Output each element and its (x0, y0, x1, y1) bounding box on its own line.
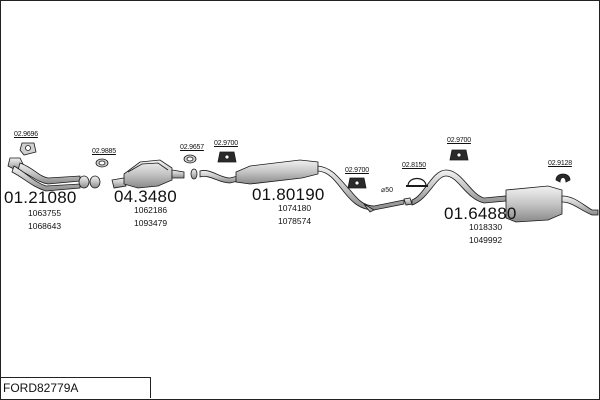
flex-pipe-drawing (190, 168, 239, 184)
part-number: 04.3480 (114, 187, 177, 206)
rubber-mount-icon (347, 177, 367, 189)
accessory-code: 02.9128 (548, 160, 572, 167)
accessory-code: 02.9696 (14, 131, 38, 138)
accessory-code: 02.9657 (180, 144, 204, 151)
flange-gasket-icon (19, 142, 37, 156)
accessory-code: 02.8150 (402, 162, 426, 169)
part-number: 01.21080 (4, 188, 77, 207)
accessory-code: 02.9700 (345, 167, 369, 174)
middle-silencer-drawing (235, 159, 405, 213)
gasket-icon (95, 158, 109, 168)
oem-number: 1093479 (134, 218, 168, 228)
oem-number: 1074180 (278, 203, 312, 213)
accessory-code: 02.9700 (447, 137, 471, 144)
title-box: FORD82779A (0, 377, 151, 398)
pipe-diameter-label: ⌀50 (381, 187, 394, 194)
part-number: 01.64880 (444, 204, 517, 223)
clamp-icon (555, 173, 571, 183)
accessory-code: 02.9885 (92, 148, 116, 155)
catalytic-converter-drawing (111, 159, 185, 189)
gasket-icon (183, 154, 197, 164)
accessory-code: 02.9700 (214, 140, 238, 147)
rear-silencer-drawing (403, 169, 599, 223)
part-number: 01.80190 (252, 185, 325, 204)
oem-number: 1018330 (469, 222, 503, 232)
front-pipe-drawing (7, 157, 101, 192)
diagram-title: FORD82779A (3, 381, 79, 395)
oem-number: 1049992 (469, 235, 503, 245)
rubber-mount-icon (217, 151, 237, 163)
mounting-strap-icon (406, 177, 428, 187)
oem-number: 1078574 (278, 216, 312, 226)
oem-number: 1062186 (134, 205, 168, 215)
oem-number: 1063755 (28, 208, 62, 218)
rubber-mount-icon (449, 149, 469, 161)
oem-number: 1068643 (28, 221, 62, 231)
